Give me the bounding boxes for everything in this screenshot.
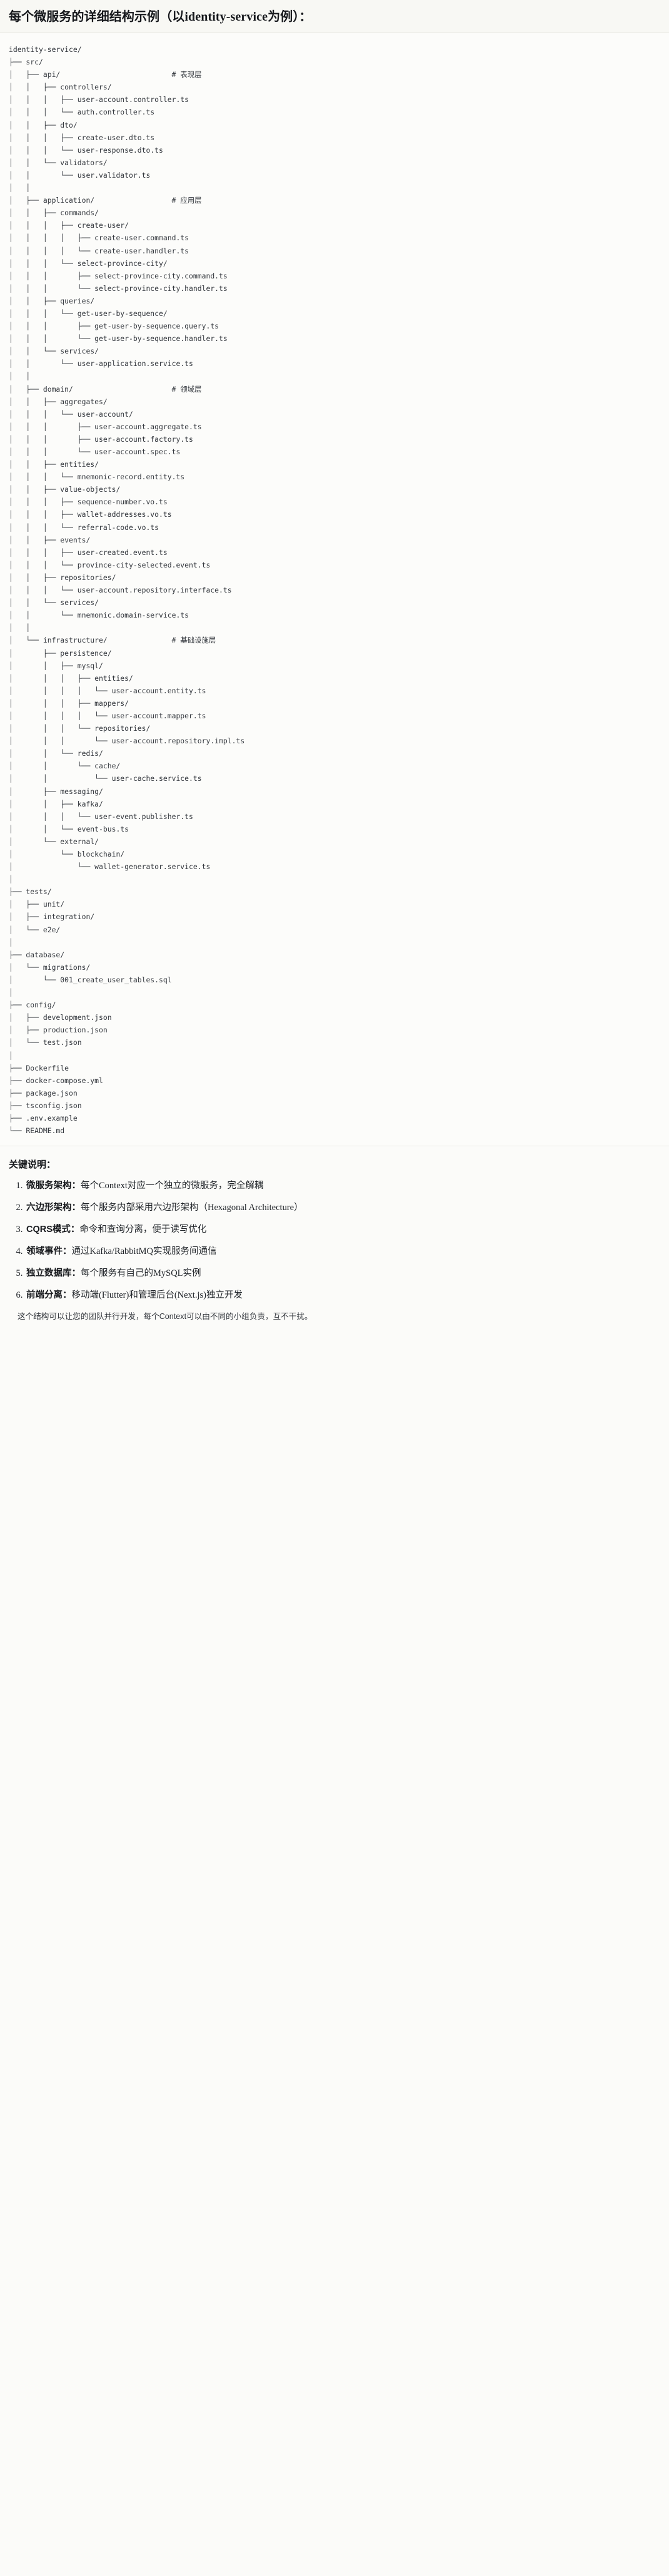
key-points-list: 微服务架构：每个Context对应一个独立的微服务，完全解耦 六边形架构：每个服… <box>9 1179 660 1302</box>
key-point-lead: CQRS模式 <box>26 1224 71 1235</box>
key-point-lead: 独立数据库 <box>26 1268 72 1279</box>
key-point-body: 命令和查询分离，便于读写优化 <box>79 1224 207 1235</box>
list-item: 微服务架构：每个Context对应一个独立的微服务，完全解耦 <box>25 1179 660 1193</box>
list-item: 六边形架构：每个服务内部采用六边形架构（Hexagonal Architectu… <box>25 1201 660 1214</box>
key-point-separator: ： <box>71 1181 81 1191</box>
key-point-separator: ： <box>63 1246 72 1257</box>
directory-tree-block: identity-service/ ├── src/ │ ├── api/ # … <box>0 33 669 1146</box>
key-point-body: 每个服务有自己的MySQL实例 <box>81 1268 201 1279</box>
page-root: 每个微服务的详细结构示例（以identity-service为例）： ident… <box>0 0 669 1336</box>
key-point-body: 通过Kafka/RabbitMQ实现服务间通信 <box>71 1246 217 1257</box>
key-point-lead: 微服务架构 <box>26 1181 72 1191</box>
key-point-lead: 六边形架构 <box>26 1203 72 1213</box>
key-point-lead: 领域事件 <box>26 1246 63 1257</box>
title-block: 每个微服务的详细结构示例（以identity-service为例）： <box>0 0 669 33</box>
key-point-body: 每个Context对应一个独立的微服务，完全解耦 <box>81 1181 264 1191</box>
directory-tree: identity-service/ ├── src/ │ ├── api/ # … <box>9 45 245 1136</box>
key-point-separator: ： <box>71 1203 81 1213</box>
closing-paragraph: 这个结构可以让您的团队并行开发，每个Context可以由不同的小组负责，互不干扰… <box>18 1312 313 1321</box>
key-points-heading: 关键说明： <box>9 1160 56 1171</box>
list-item: 前端分离：移动端(Flutter)和管理后台(Next.js)独立开发 <box>25 1289 660 1302</box>
key-point-lead: 前端分离 <box>26 1290 63 1301</box>
list-item: CQRS模式：命令和查询分离，便于读写优化 <box>25 1223 660 1236</box>
key-points-section: 关键说明： 微服务架构：每个Context对应一个独立的微服务，完全解耦 六边形… <box>0 1146 669 1337</box>
key-point-body: 每个服务内部采用六边形架构（Hexagonal Architecture） <box>81 1203 303 1213</box>
list-item: 领域事件：通过Kafka/RabbitMQ实现服务间通信 <box>25 1245 660 1258</box>
key-point-body: 移动端(Flutter)和管理后台(Next.js)独立开发 <box>71 1290 243 1301</box>
page-title: 每个微服务的详细结构示例（以identity-service为例）： <box>9 10 312 24</box>
key-point-separator: ： <box>63 1290 72 1301</box>
key-point-separator: ： <box>70 1224 80 1235</box>
key-point-separator: ： <box>71 1268 81 1279</box>
list-item: 独立数据库：每个服务有自己的MySQL实例 <box>25 1267 660 1280</box>
